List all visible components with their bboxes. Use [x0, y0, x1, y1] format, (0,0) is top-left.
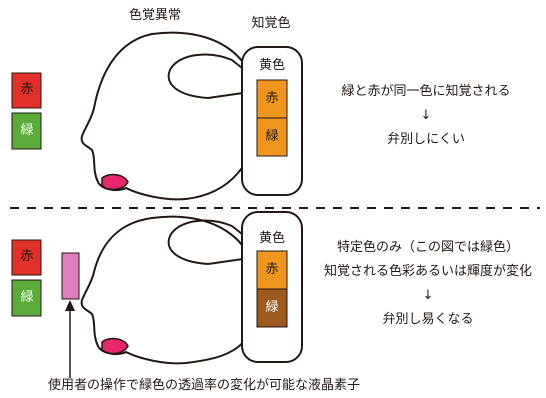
- bottom-note-line4: 弁別し易くなる: [382, 312, 474, 327]
- top-note-line1: 緑と赤が同一色に知覚される: [341, 84, 511, 99]
- bottom-ear-loop: [167, 219, 233, 265]
- filter-caption: 使用者の操作で緑色の透過率の変化が可能な液晶素子: [48, 378, 361, 393]
- top-swatch-red: [11, 72, 42, 109]
- lc-filter-element: [61, 252, 80, 300]
- top-swatch-red-label: 赤: [20, 82, 34, 97]
- bottom-note-line1: 特定色のみ（この図では緑色）: [336, 240, 520, 255]
- bottom-swatch-green: [11, 279, 42, 317]
- bottom-perceived-cell-green: [256, 288, 288, 328]
- top-perceived-cell-red-label: 赤: [265, 91, 279, 106]
- bottom-perceived-cell-red-label: 赤: [265, 262, 279, 277]
- top-note-arrow: ↓: [420, 108, 432, 123]
- top-swatch-green: [11, 112, 42, 150]
- top-ear-loop: [167, 53, 233, 99]
- top-perceived-cell-green: [256, 117, 288, 157]
- caption-arrow-head: [65, 300, 75, 311]
- header-color-anomaly: 色覚異常: [128, 8, 182, 23]
- top-lips: [101, 173, 129, 191]
- bottom-perceived-cell-red: [256, 250, 288, 290]
- top-perceived-title: 黄色: [258, 58, 286, 73]
- top-panel: [11, 31, 303, 201]
- top-note-line3: 弁別しにくい: [387, 132, 465, 147]
- bottom-perceived-cell-green-label: 緑: [265, 300, 279, 315]
- bottom-note-arrow: ↓: [422, 288, 434, 303]
- bottom-panel: [11, 211, 303, 378]
- bottom-swatch-green-label: 緑: [20, 290, 34, 305]
- top-swatch-green-label: 緑: [20, 123, 34, 138]
- bottom-swatch-red: [11, 239, 42, 276]
- header-perceived-color: 知覚色: [251, 16, 291, 31]
- bottom-note-line2: 知覚される色彩あるいは輝度が変化: [323, 264, 533, 279]
- bottom-lips: [101, 337, 129, 355]
- bottom-perceived-title: 黄色: [258, 231, 286, 246]
- bottom-swatch-red-label: 赤: [20, 249, 34, 264]
- top-perceived-cell-green-label: 緑: [265, 129, 279, 144]
